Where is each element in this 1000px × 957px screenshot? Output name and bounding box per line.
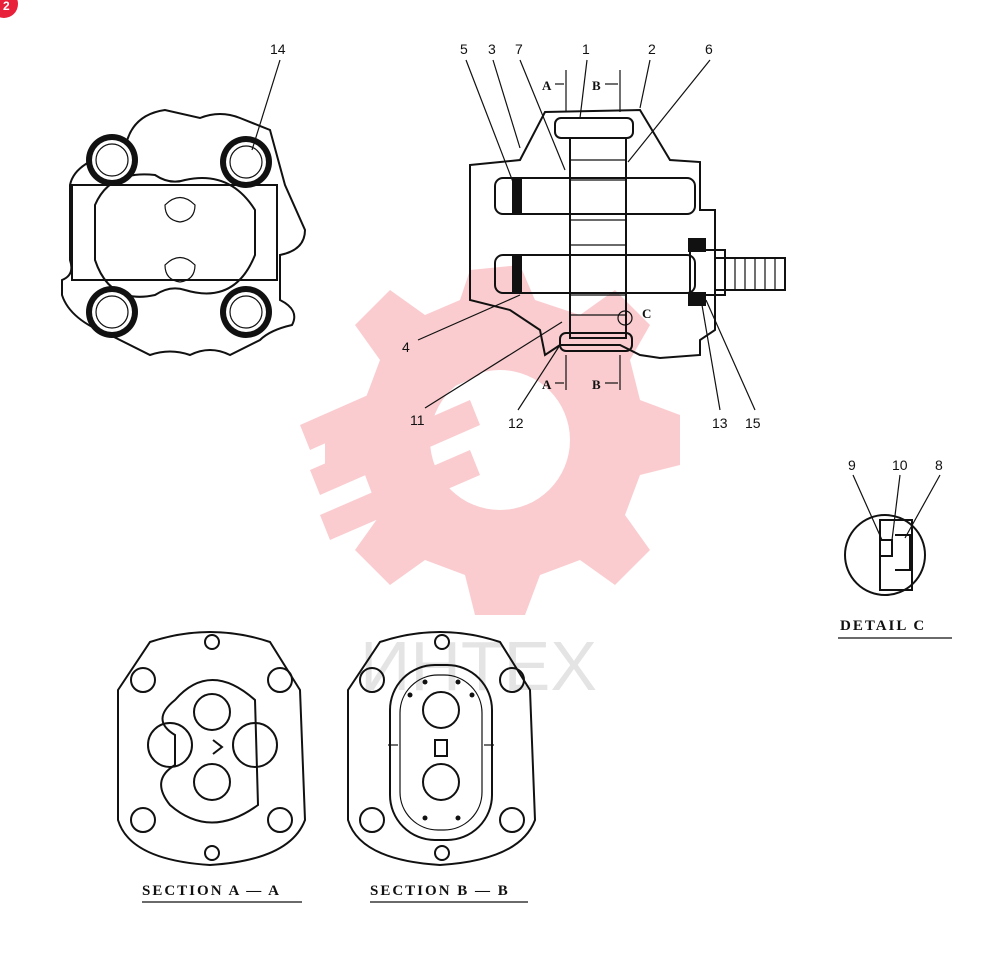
callout-11: 11 <box>410 412 425 428</box>
callout-15: 15 <box>745 415 761 431</box>
section-mark-b-bottom: B <box>592 377 601 392</box>
section-mark-a-top: A <box>542 78 552 93</box>
side-view <box>417 59 786 411</box>
section-bb-caption: SECTION B — B <box>370 883 510 899</box>
callout-9: 9 <box>848 457 856 473</box>
watermark-logo: ИНТЕХ <box>300 265 680 705</box>
section-aa-view <box>117 631 307 903</box>
detail-c-view <box>838 474 952 639</box>
callout-14: 14 <box>270 41 286 57</box>
callout-13: 13 <box>712 415 728 431</box>
callout-12: 12 <box>508 415 524 431</box>
callout-7: 7 <box>515 41 523 57</box>
badge-label: 2 <box>3 0 10 13</box>
callout-10: 10 <box>892 457 908 473</box>
callout-8: 8 <box>935 457 943 473</box>
watermark-text: ИНТЕХ <box>360 627 597 705</box>
detail-c-caption: DETAIL C <box>840 618 926 634</box>
corner-badge: 2 <box>0 0 18 18</box>
front-view <box>61 59 307 357</box>
callout-4: 4 <box>402 339 410 355</box>
section-aa-caption: SECTION A — A <box>142 883 281 899</box>
callout-3: 3 <box>488 41 496 57</box>
callout-2: 2 <box>648 41 656 57</box>
callout-6: 6 <box>705 41 713 57</box>
callout-1: 1 <box>582 41 590 57</box>
section-mark-c: C <box>642 306 651 321</box>
section-mark-b-top: B <box>592 78 601 93</box>
section-mark-a-bottom: A <box>542 377 552 392</box>
section-bb-view <box>347 631 537 903</box>
callout-5: 5 <box>460 41 468 57</box>
